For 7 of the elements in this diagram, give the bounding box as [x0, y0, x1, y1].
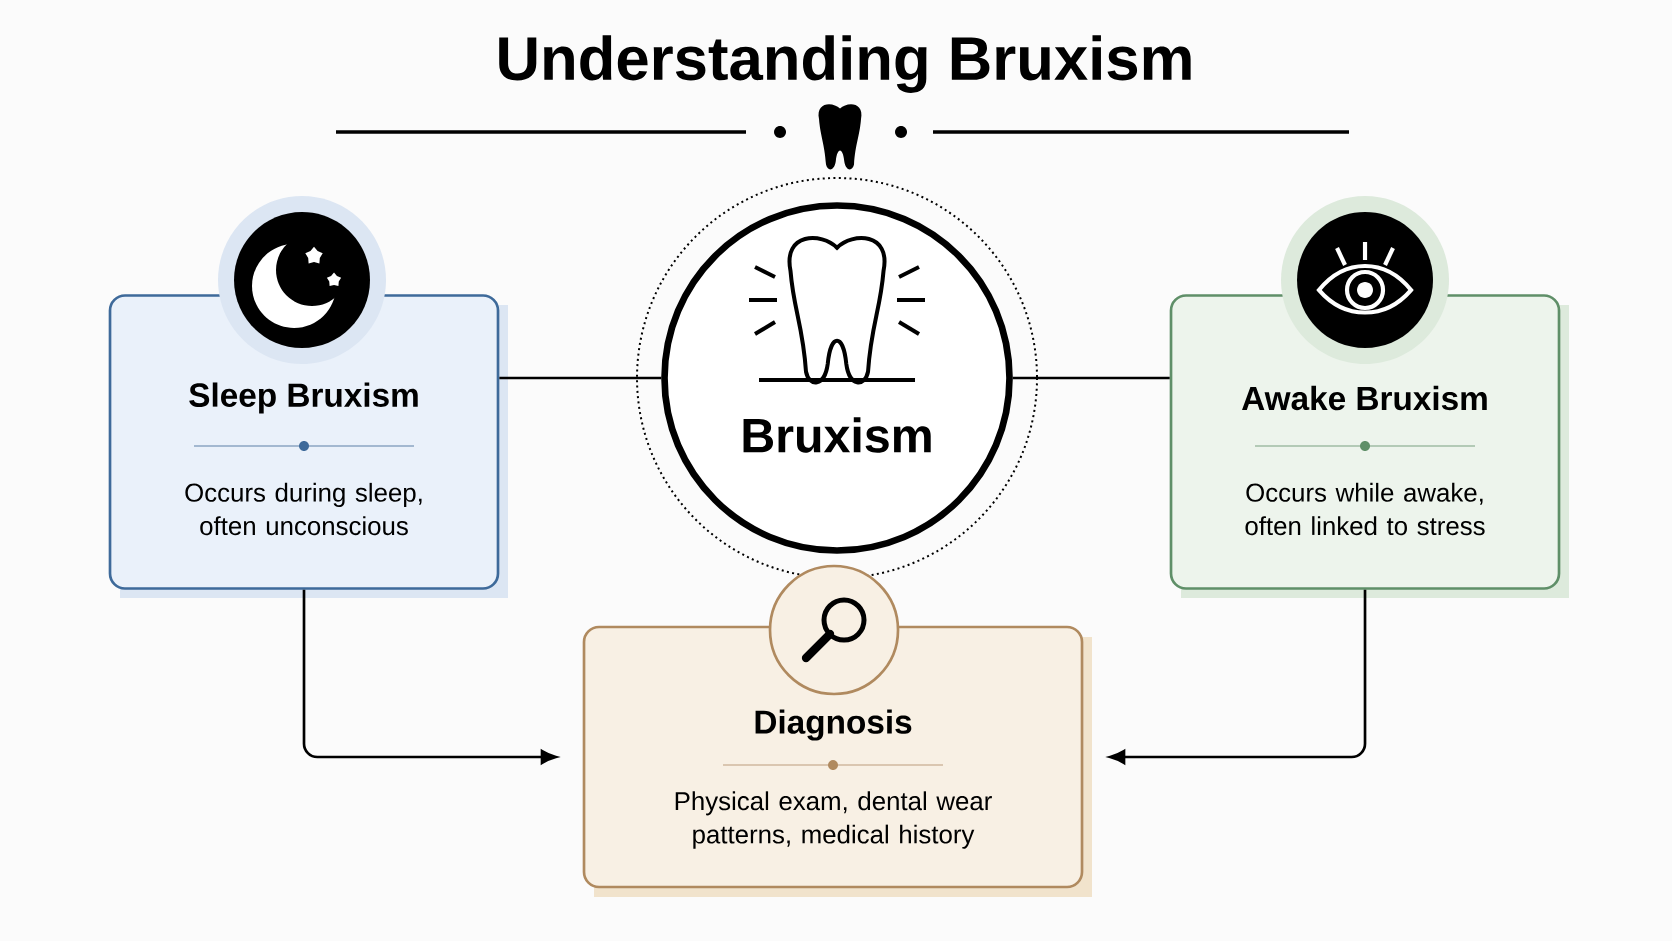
title: Understanding Bruxism	[499, 35, 1191, 93]
diagnosis-card: Diagnosis Physical exam, dental wear patterns, medical history	[582, 625, 1092, 897]
connector	[499, 376, 662, 380]
awake-card: Awake Bruxism Occurs while awake, often linked to stress	[1169, 294, 1569, 598]
connector	[1012, 376, 1170, 380]
sleep-card: Sleep Bruxism Occurs during sleep, often unconscious	[108, 294, 508, 598]
connector	[302, 589, 558, 765]
